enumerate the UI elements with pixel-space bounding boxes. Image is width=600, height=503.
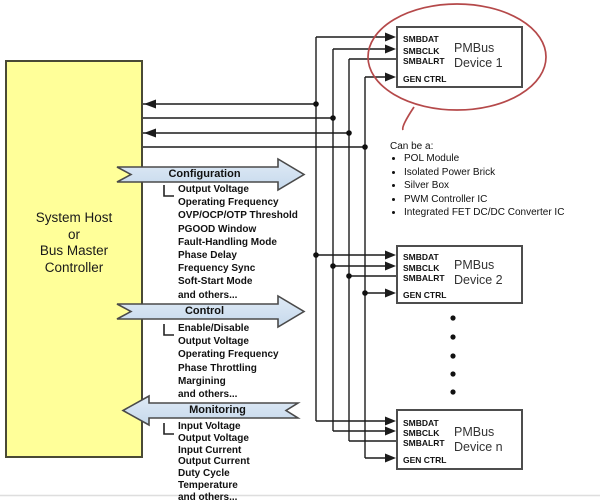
device1-signal-smbdat: SMBDAT: [403, 34, 439, 44]
device2-tap-lines: [316, 254, 396, 294]
configuration-arrow-label: Configuration: [168, 168, 241, 180]
devicen-name-line2: Device n: [454, 440, 503, 454]
device2-name-line2: Device 2: [454, 273, 503, 287]
devicen-signal-smbalrt: SMBALRT: [403, 438, 445, 448]
control-item: Margining: [178, 375, 226, 387]
host-label-line1: System Host: [35, 210, 113, 225]
monitoring-arrow-label: Monitoring: [189, 404, 246, 416]
devicen-signal-smbclk: SMBCLK: [403, 428, 440, 438]
system-host-label: System Host or Bus Master Controller: [5, 210, 143, 276]
devicen-signal-genctrl: GEN CTRL: [403, 455, 447, 465]
configuration-item-list: Output Voltage Operating Frequency OVP/O…: [178, 183, 298, 302]
callout-list: POL Module Isolated Power Brick Silver B…: [390, 152, 564, 220]
device1-name: PMBus Device 1: [454, 41, 503, 71]
device1-name-line2: Device 1: [454, 56, 503, 70]
bus-junction-dots: [313, 101, 368, 296]
host-label-line2: or: [67, 226, 80, 242]
device2-signal-smbdat: SMBDAT: [403, 252, 439, 262]
device-side-arrowheads: [385, 32, 396, 463]
pmbus-device-2-box: SMBDAT SMBCLK SMBALRT GEN CTRL PMBus Dev…: [396, 245, 523, 304]
configuration-bracket: [163, 185, 174, 197]
more-devices-ellipsis-dots: [450, 315, 456, 395]
control-item: Phase Throttling: [178, 362, 257, 374]
monitoring-item: Output Current: [178, 456, 250, 468]
configuration-item: OVP/OCP/OTP Threshold: [178, 210, 298, 222]
control-arrow-label: Control: [184, 305, 225, 317]
configuration-item: Output Voltage: [178, 184, 249, 195]
device2-name: PMBus Device 2: [454, 258, 503, 288]
host-side-arrowheads: [144, 99, 156, 138]
control-item: and others...: [178, 389, 238, 401]
device2-signal-smbclk: SMBCLK: [403, 263, 440, 273]
bus-vertical-lines: [315, 37, 366, 458]
configuration-item: Soft-Start Mode: [178, 276, 253, 288]
control-item: Operating Frequency: [178, 349, 279, 361]
smbdat-to-host-arrowhead: [144, 99, 156, 109]
configuration-item: and others...: [178, 289, 238, 301]
configuration-item: PGOOD Window: [178, 223, 257, 235]
pmbus-device-n-box: SMBDAT SMBCLK SMBALRT GEN CTRL PMBus Dev…: [396, 409, 523, 470]
callout-item: Silver Box: [404, 179, 564, 193]
control-item: Enable/Disable: [178, 323, 250, 334]
monitoring-item-list: Input Voltage Output Voltage Input Curre…: [178, 421, 250, 503]
system-host-box: [5, 60, 143, 458]
control-bracket: [163, 324, 174, 336]
callout-title: Can be a:: [390, 141, 434, 152]
callout-leader-line: [401, 106, 415, 131]
device1-signal-genctrl: GEN CTRL: [403, 74, 447, 84]
device2-name-line1: PMBus: [454, 258, 495, 272]
device1-name-line1: PMBus: [454, 41, 495, 55]
device2-signal-smbalrt: SMBALRT: [403, 273, 445, 283]
host-signal-lines: [143, 103, 365, 148]
smbalrt-to-host-arrowhead: [144, 128, 156, 138]
callout-item: Integrated FET DC/DC Converter IC: [404, 206, 564, 220]
callout-item: POL Module: [404, 152, 564, 166]
devicen-signal-smbdat: SMBDAT: [403, 418, 439, 428]
devicen-tap-lines: [316, 420, 396, 459]
monitoring-item: and others...: [178, 491, 238, 503]
configuration-item: Operating Frequency: [178, 197, 279, 209]
callout-item: PWM Controller IC: [404, 193, 564, 207]
device1-signal-smbalrt: SMBALRT: [403, 56, 445, 66]
devicen-name: PMBus Device n: [454, 425, 503, 455]
host-label-line3: Bus Master: [39, 243, 109, 258]
control-item: Output Voltage: [178, 336, 249, 348]
devicen-name-line1: PMBus: [454, 425, 495, 439]
monitoring-item: Temperature: [178, 479, 238, 491]
device2-signal-genctrl: GEN CTRL: [403, 290, 447, 300]
device1-signal-smbclk: SMBCLK: [403, 46, 440, 56]
pmbus-device-1-box: SMBDAT SMBCLK SMBALRT GEN CTRL PMBus Dev…: [396, 26, 523, 88]
device1-tap-lines: [316, 36, 396, 78]
monitoring-item: Input Voltage: [178, 421, 241, 432]
configuration-item: Fault-Handling Mode: [178, 236, 277, 248]
callout-item: Isolated Power Brick: [404, 166, 564, 180]
host-label-line4: Controller: [44, 259, 104, 275]
configuration-item: Phase Delay: [178, 250, 237, 262]
configuration-item: Frequency Sync: [178, 263, 256, 275]
monitoring-bracket: [163, 423, 174, 435]
monitoring-item: Duty Cycle: [178, 468, 230, 480]
control-item-list: Enable/Disable Output Voltage Operating …: [178, 322, 279, 401]
monitoring-item: Input Current: [178, 444, 242, 456]
monitoring-item: Output Voltage: [178, 432, 249, 444]
